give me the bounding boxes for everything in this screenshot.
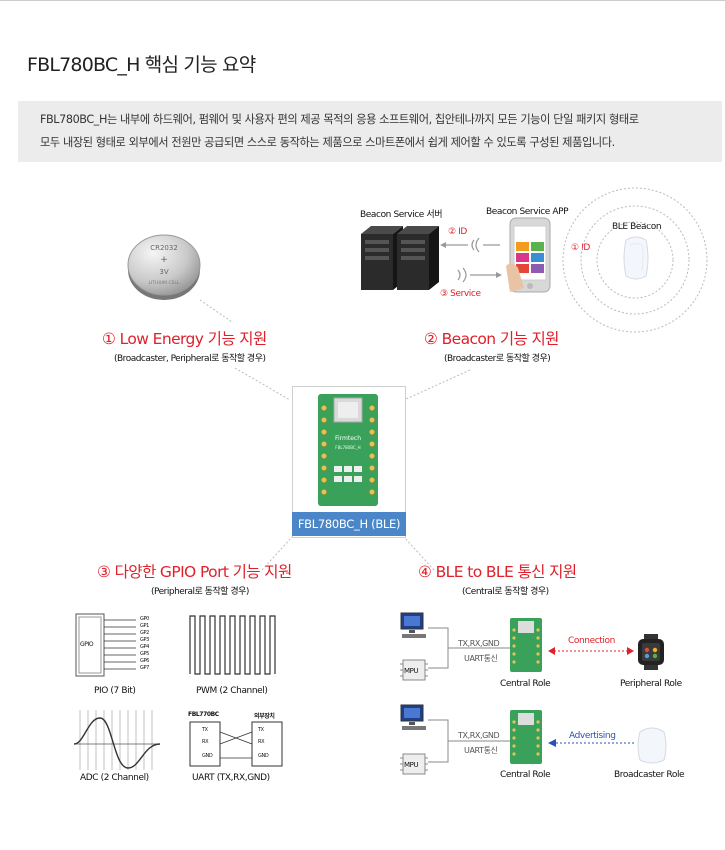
uart-pin-tx-left: TX <box>202 727 208 733</box>
central-board-1 <box>510 618 542 672</box>
uart-diagram <box>189 721 283 767</box>
uart-pin-gnd-right: GND <box>258 753 269 759</box>
feature-4-title: ④ BLE to BLE 통신 지원 <box>418 563 577 581</box>
central-role-label-2: Central Role <box>500 770 551 780</box>
uart-right-label: 외부장치 <box>254 713 275 720</box>
summary-line-2: 모두 내장된 형태로 외부에서 전원만 공급되면 스스로 동작하는 제품으로 스… <box>40 136 615 149</box>
connection-label: Connection <box>568 636 615 646</box>
uart-comm-label-1: UART통신 <box>464 654 498 663</box>
uart-comm-label-2: UART통신 <box>464 746 498 755</box>
coin-brand-text: LITHIUM CELL <box>149 280 180 286</box>
mpu-label-2: MPU <box>404 761 419 769</box>
feature-1-title: ① Low Energy 기능 지원 <box>102 330 267 348</box>
signal-arrows-icon <box>440 237 502 283</box>
summary-line-1: FBL780BC_H는 내부에 하드웨어, 펌웨어 및 사용자 편의 제공 목적… <box>40 113 639 126</box>
pwm-label: PWM (2 Channel) <box>196 686 268 696</box>
peripheral-role-label: Peripheral Role <box>620 679 682 689</box>
feature-2-title: ② Beacon 기능 지원 <box>424 330 559 348</box>
coin-cell-image: CR2032 + 3V LITHIUM CELL <box>127 234 201 300</box>
pio-label: PIO (7 Bit) <box>94 686 136 696</box>
link-bracket-1 <box>428 627 512 669</box>
smartphone-image <box>506 217 551 293</box>
advertising-label: Advertising <box>569 731 616 741</box>
uart-pin-rx-left: RX <box>202 739 209 745</box>
uart-label: UART (TX,RX,GND) <box>192 773 270 783</box>
feature-4-subtitle: (Central로 동작할 경우) <box>462 587 549 597</box>
feature-3-subtitle: (Peripheral로 동작할 경우) <box>151 587 249 597</box>
uart-pin-tx-right: TX <box>258 727 264 733</box>
server-icon <box>361 226 439 290</box>
gpio-block-label: GPIO <box>80 641 94 648</box>
central-role-label-1: Central Role <box>500 679 551 689</box>
smartwatch-image <box>638 634 664 670</box>
pc-icon-2 <box>400 704 426 730</box>
coin-volt-text: 3V <box>159 268 168 276</box>
server-label: Beacon Service 서버 <box>360 210 443 220</box>
link-bracket-2 <box>428 719 512 763</box>
adc-label: ADC (2 Channel) <box>80 773 149 783</box>
beacon-id-label: ① ID <box>571 243 590 253</box>
service-label: ③ Service <box>440 289 481 299</box>
feature-2-subtitle: (Broadcaster로 동작할 경우) <box>444 354 551 364</box>
gpio-diagram <box>75 613 136 677</box>
link-label-1: TX,RX,GND <box>458 639 500 648</box>
id-label: ② ID <box>448 227 467 237</box>
page-title: FBL780BC_H 핵심 기능 요약 <box>27 54 256 76</box>
uart-pin-rx-right: RX <box>258 739 265 745</box>
mpu-chip-icon-2 <box>400 753 428 775</box>
link-label-2: TX,RX,GND <box>458 731 500 740</box>
feature-3-title: ③ 다양한 GPIO Port 기능 지원 <box>97 563 292 581</box>
pc-icon-1 <box>400 612 426 638</box>
uart-left-label: FBL770BC <box>188 711 219 718</box>
broadcaster-role-label: Broadcaster Role <box>614 770 685 780</box>
module-brand-text: Firmtech <box>335 435 361 442</box>
coin-model-text: CR2032 <box>150 244 178 252</box>
beacon-label: BLE Beacon <box>612 222 662 232</box>
top-divider <box>0 0 725 1</box>
adc-waveform <box>73 710 161 770</box>
module-model-text: FBL780BC_H <box>335 445 360 450</box>
mpu-label-1: MPU <box>404 667 419 675</box>
ble-beacon-image <box>562 187 708 333</box>
beacon-device-image <box>637 727 667 764</box>
app-label: Beacon Service APP <box>486 207 569 217</box>
module-caption: FBL780BC_H (BLE) <box>292 512 406 536</box>
central-board-2 <box>510 710 542 764</box>
pwm-waveform <box>189 615 276 675</box>
module-board-image: Firmtech FBL780BC_H <box>318 394 378 506</box>
feature-1-subtitle: (Broadcaster, Peripheral로 동작할 경우) <box>114 354 266 364</box>
svg-text:+: + <box>160 255 168 265</box>
uart-pin-gnd-left: GND <box>202 753 213 759</box>
advertising-arrow <box>548 739 634 747</box>
mpu-chip-icon-1 <box>400 659 428 681</box>
summary-box: FBL780BC_H는 내부에 하드웨어, 펌웨어 및 사용자 편의 제공 목적… <box>18 101 722 162</box>
connection-arrow <box>548 647 634 655</box>
